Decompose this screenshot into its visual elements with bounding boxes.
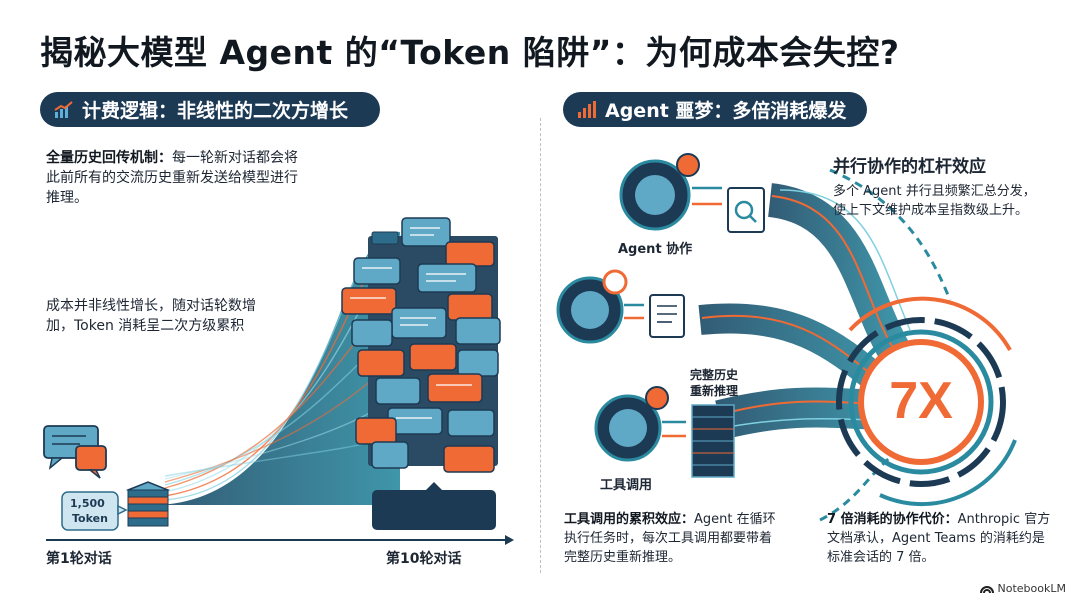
token-count-bubble [61, 491, 128, 531]
start-tokens-value: 1,500 [70, 497, 105, 510]
history-mechanism-body: 每一轮新对话都会将此前所有的交流历史重新发送给模型进行推理。 [46, 150, 298, 206]
history-mechanism-text: 全量历史回传机制：每一轮新对话都会将此前所有的交流历史重新发送给模型进行推理。 [46, 148, 308, 208]
axis-start-label: 第1轮对话 [46, 551, 112, 567]
wrench-icon [645, 386, 669, 410]
multiplier-ring [836, 296, 1017, 507]
notebooklm-logo-icon [979, 585, 994, 593]
leverage-title: 并行协作的杠杆效应 [833, 157, 986, 177]
tool-accumulation-body: Agent 在循环执行任务时，每次工具调用都要带着完整历史重新推理。 [564, 512, 776, 565]
axis-arrow-icon [505, 535, 514, 545]
brand-mark: NotebookLM [979, 582, 1066, 595]
tool-accumulation-text: 工具调用的累积效应：Agent 在循环执行任务时，每次工具调用都要带着完整历史重… [564, 510, 782, 567]
full-history-label: 完整历史重新推理 [690, 368, 739, 398]
right-section-header: Agent 噩梦：多倍消耗爆发 [563, 92, 867, 127]
history-mechanism-title: 全量历史回传机制： [46, 150, 172, 166]
stack-base-box [372, 490, 496, 530]
chat-bubble-stack [341, 217, 501, 473]
brand-label: NotebookLM [997, 582, 1066, 595]
axis-end-label: 第10轮对话 [386, 551, 462, 567]
exchange-arrows [624, 186, 722, 438]
collaboration-cost-title: 7 倍消耗的协作代价： [827, 512, 958, 527]
agent-collab-label: Agent 协作 [618, 242, 693, 257]
search-document-icon [727, 187, 765, 233]
left-section-header: 计费逻辑：非线性的二次方增长 [40, 92, 380, 127]
trend-chart-icon [54, 100, 73, 118]
page-title: 揭秘大模型 Agent 的“Token 陷阱”：为何成本会失控? [40, 33, 900, 72]
multiplier-value: 7X [889, 372, 953, 430]
nonlinear-growth-text: 成本并非线性增长，随对话轮数增加，Token 消耗呈二次方级累积 [46, 298, 256, 334]
start-tokens-unit: Token [72, 512, 108, 525]
token-growth-stream [160, 231, 400, 505]
server-stack-icon [691, 404, 735, 478]
agent-brain-nodes [556, 159, 691, 462]
initial-chat-bubbles [43, 425, 107, 479]
tool-call-label: 工具调用 [600, 478, 653, 493]
document-icon [649, 294, 685, 338]
collaboration-cost-text: 7 倍消耗的协作代价：Anthropic 官方文档承认，Agent Teams … [827, 510, 1053, 567]
section-divider [540, 118, 541, 573]
token-cube-stack [125, 481, 171, 527]
tool-accumulation-title: 工具调用的累积效应： [564, 512, 695, 527]
gear-icon [676, 153, 700, 177]
lightbulb-icon [602, 269, 628, 295]
right-header-label: Agent 噩梦：多倍消耗爆发 [605, 100, 847, 122]
left-header-label: 计费逻辑：非线性的二次方增长 [82, 100, 349, 122]
agent-collaboration-illustration [556, 153, 1017, 522]
bar-chart-icon [578, 100, 596, 118]
leverage-text: 多个 Agent 并行且频繁汇总分发，使上下文维护成本呈指数级上升。 [833, 184, 1036, 218]
collaboration-cost-body: Anthropic 官方文档承认，Agent Teams 的消耗约是标准会话的 … [827, 512, 1051, 565]
token-growth-illustration [43, 217, 514, 545]
